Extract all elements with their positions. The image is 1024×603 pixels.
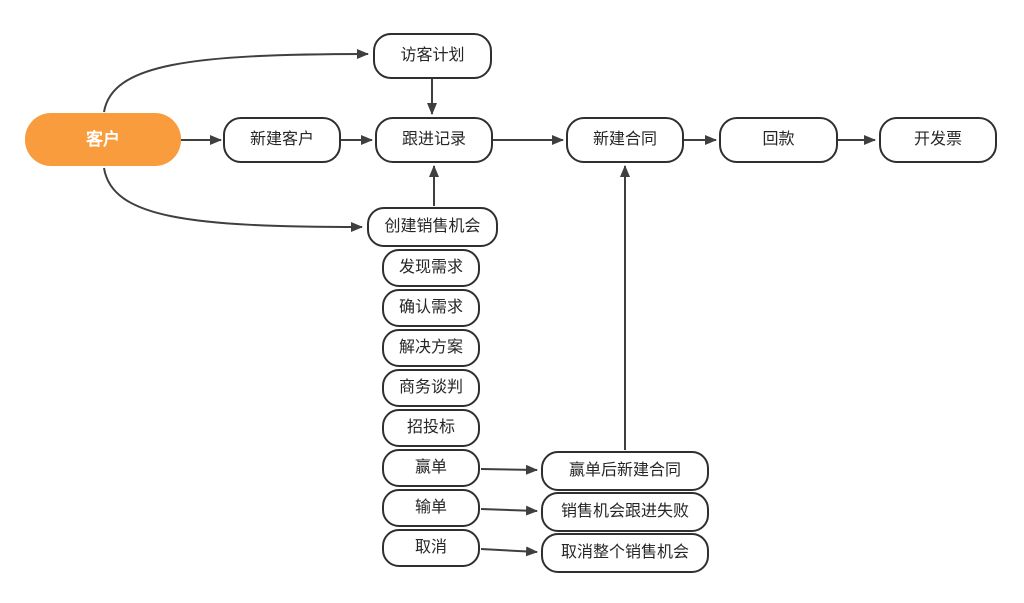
node-follow-up-record: 跟进记录 [375, 117, 493, 163]
edge-lose-to-follow-fail [480, 505, 538, 516]
node-visit-plan: 访客计划 [373, 33, 492, 79]
node-win-deal: 赢单 [382, 449, 480, 487]
edge-customer-to-create-opportunity [103, 167, 363, 232]
edge-cancel-to-cancel-opportunity [480, 546, 538, 557]
node-customer: 客户 [25, 113, 181, 166]
edge-customer-to-visit-plan [103, 49, 369, 113]
node-bidding: 招投标 [382, 409, 480, 447]
node-cancel-whole-opportunity: 取消整个销售机会 [541, 533, 709, 573]
node-new-contract: 新建合同 [566, 117, 684, 163]
node-business-negotiation: 商务谈判 [382, 369, 480, 407]
node-discover-demand: 发现需求 [382, 249, 480, 287]
node-opportunity-follow-fail: 销售机会跟进失败 [541, 492, 709, 532]
node-payment-collection: 回款 [719, 117, 838, 163]
node-cancel: 取消 [382, 529, 480, 567]
node-confirm-demand: 确认需求 [382, 289, 480, 327]
node-new-customer: 新建客户 [223, 117, 341, 163]
node-invoice: 开发票 [879, 117, 997, 163]
node-solution: 解决方案 [382, 329, 480, 367]
node-win-then-new-contract: 赢单后新建合同 [541, 451, 709, 491]
node-create-sales-opportunity: 创建销售机会 [367, 207, 498, 247]
edge-win-to-win-contract [480, 464, 538, 475]
node-lose-deal: 输单 [382, 489, 480, 527]
